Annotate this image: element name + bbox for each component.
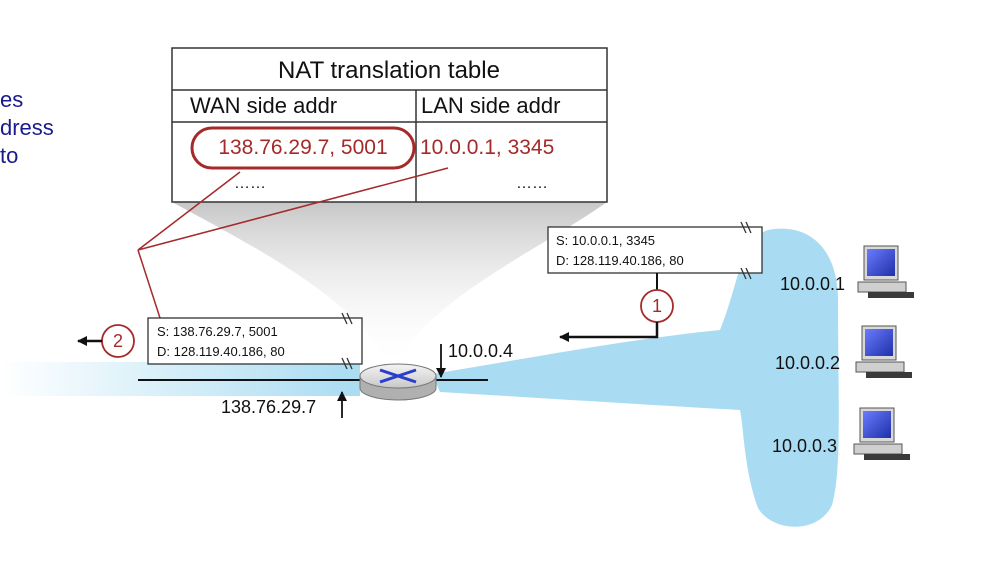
packet-lan: S: 10.0.0.1, 3345 D: 128.119.40.186, 80 xyxy=(547,221,763,280)
step1-arrow xyxy=(559,322,659,342)
side-text-line-2: dress xyxy=(0,115,54,140)
host-1: 10.0.0.1 xyxy=(780,245,914,298)
table-title: NAT translation table xyxy=(278,57,500,84)
table-cell-lan: 10.0.0.1, 3345 xyxy=(420,136,554,159)
step1-label: 1 xyxy=(652,296,662,316)
packet-lan-destination: D: 128.119.40.186, 80 xyxy=(556,253,684,268)
router-icon xyxy=(359,363,437,401)
step2-label: 2 xyxy=(113,331,123,351)
computer-icon xyxy=(853,407,910,460)
side-text-line-3: to xyxy=(0,143,19,168)
host-3: 10.0.0.3 xyxy=(772,407,910,460)
host-2: 10.0.0.2 xyxy=(775,325,912,378)
packet-wan-source: S: 138.76.29.7, 5001 xyxy=(157,324,278,339)
column-header-wan: WAN side addr xyxy=(190,93,337,118)
callout-line-b xyxy=(137,167,449,251)
table-more-rows-lan: …… xyxy=(516,175,548,192)
computer-icon xyxy=(855,325,912,378)
callout-line-c xyxy=(137,249,161,319)
nat-translation-table: NAT translation table WAN side addr LAN … xyxy=(171,47,608,203)
callout-line-a xyxy=(137,171,241,251)
packet-wan-destination: D: 128.119.40.186, 80 xyxy=(157,344,285,359)
packet-lan-source: S: 10.0.0.1, 3345 xyxy=(556,233,655,248)
zoom-cone xyxy=(172,202,607,372)
column-header-lan: LAN side addr xyxy=(421,93,560,118)
packet-wan: S: 138.76.29.7, 5001 D: 128.119.40.186, … xyxy=(147,312,363,370)
host-3-address: 10.0.0.3 xyxy=(772,436,837,456)
table-more-rows-wan: …… xyxy=(234,175,266,192)
router-lan-address: 10.0.0.4 xyxy=(448,341,513,361)
computer-icon xyxy=(857,245,914,298)
host-2-address: 10.0.0.2 xyxy=(775,353,840,373)
highlight-oval xyxy=(190,126,416,170)
table-cell-wan: 138.76.29.7, 5001 xyxy=(218,136,387,159)
cropped-side-text: es dress to xyxy=(0,86,54,170)
router-wan-address: 138.76.29.7 xyxy=(221,397,316,417)
side-text-line-1: es xyxy=(0,87,24,112)
lan-network-cloud xyxy=(432,228,839,527)
host-1-address: 10.0.0.1 xyxy=(780,274,845,294)
